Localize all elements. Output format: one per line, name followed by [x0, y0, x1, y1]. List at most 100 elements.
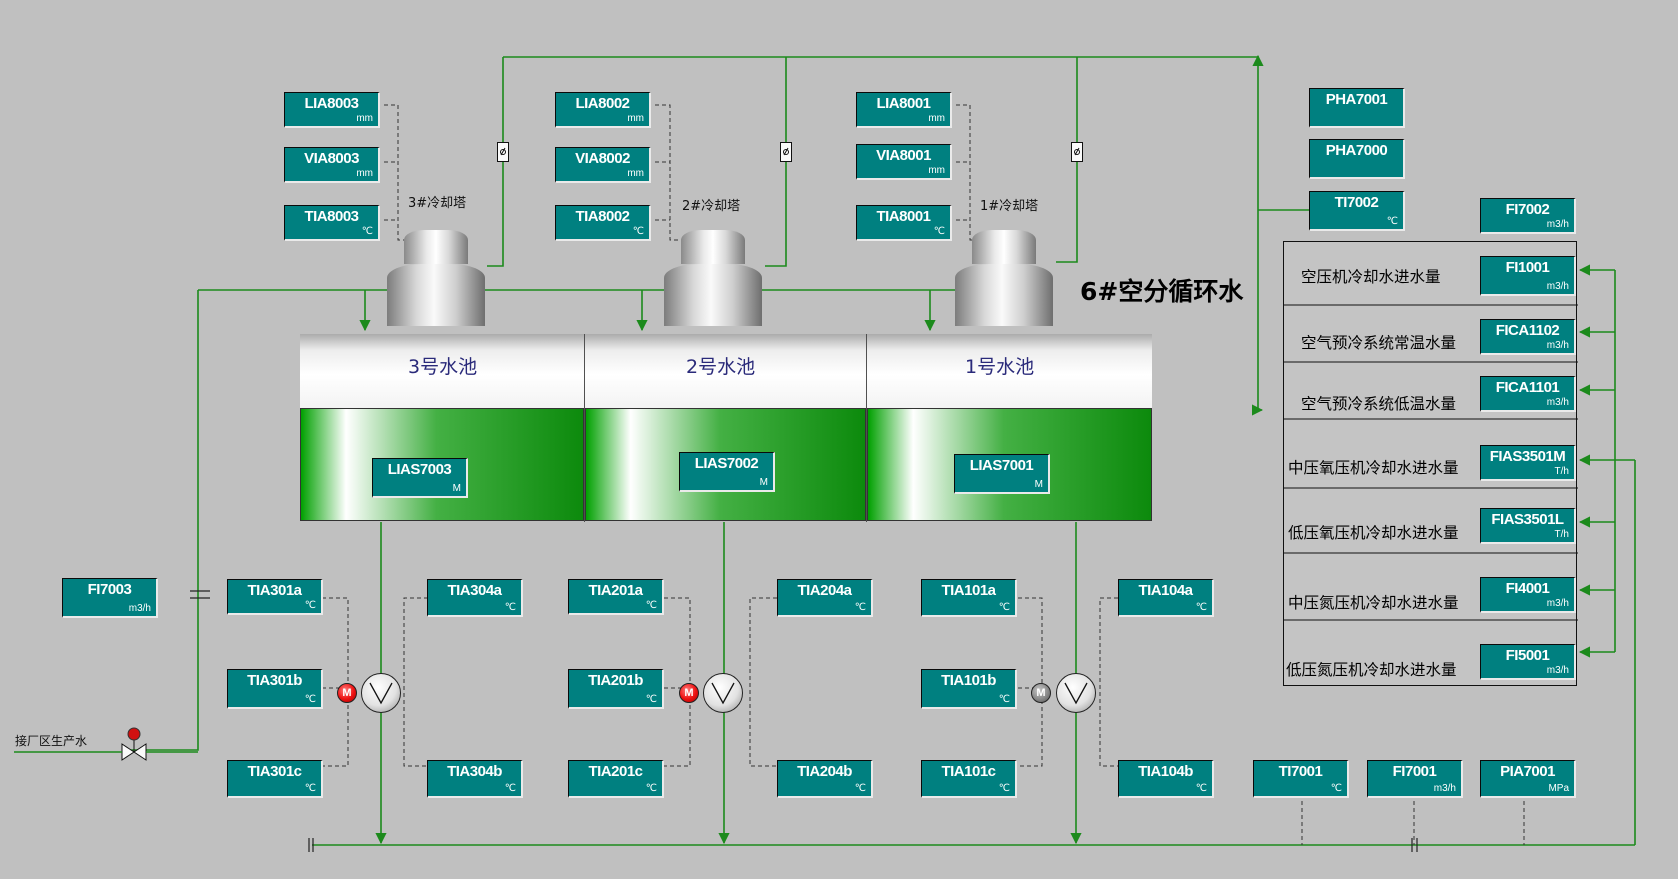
flow-row-label: 空气预冷系统低温水量 — [1301, 395, 1457, 413]
tag-unit: ℃ — [1386, 216, 1398, 227]
tag-TIA101c[interactable]: TIA101c℃ — [921, 760, 1017, 798]
tag-TIA201c[interactable]: TIA201c℃ — [568, 760, 664, 798]
tag-unit: mm — [356, 168, 373, 179]
pump1-icon[interactable] — [1056, 673, 1096, 713]
tag-TIA301c[interactable]: TIA301c℃ — [227, 760, 323, 798]
tag-PHA7000[interactable]: PHA7000 — [1309, 139, 1405, 179]
tag-name: TIA101c — [941, 763, 996, 780]
tag-name: TIA8001 — [876, 208, 931, 225]
tag-name: FIAS3501M — [1489, 448, 1566, 465]
tag-TIA204a[interactable]: TIA204a℃ — [777, 579, 873, 617]
panel-grid — [1284, 304, 1578, 621]
pump2-motor-icon[interactable]: M — [679, 683, 699, 703]
makeup-valve-icon — [14, 727, 198, 761]
cooling-tower-1[interactable] — [955, 230, 1053, 336]
flow-row-label: 中压氧压机冷却水进水量 — [1288, 459, 1459, 477]
tag-name: TIA304b — [447, 763, 502, 780]
tag-TIA204b[interactable]: TIA204b℃ — [777, 760, 873, 798]
tag-TIA104b[interactable]: TIA104b℃ — [1118, 760, 1214, 798]
tag-unit: mm — [627, 168, 644, 179]
tag-unit: ℃ — [933, 226, 945, 237]
pool3-water[interactable] — [300, 408, 584, 521]
tag-TIA304a[interactable]: TIA304a℃ — [427, 579, 523, 617]
tag-TI7002[interactable]: TI7002℃ — [1309, 191, 1405, 231]
tag-TIA301b[interactable]: TIA301b℃ — [227, 669, 323, 709]
pump1-motor-icon[interactable]: M — [1031, 683, 1051, 703]
tag-name: TIA301a — [247, 582, 302, 599]
tag-name: TIA201a — [588, 582, 643, 599]
pump3-icon[interactable] — [361, 673, 401, 713]
tag-name: TIA204a — [797, 582, 852, 599]
tag-TIA8003[interactable]: TIA8003℃ — [284, 205, 380, 241]
tag-unit: ℃ — [632, 226, 644, 237]
pump3-motor-icon[interactable]: M — [337, 683, 357, 703]
tag-TIA304b[interactable]: TIA304b℃ — [427, 760, 523, 798]
tag-name: TIA201c — [588, 763, 643, 780]
tag-TIA101b[interactable]: TIA101b℃ — [921, 669, 1017, 709]
tag-TI7001[interactable]: TI7001℃ — [1253, 760, 1349, 798]
tag-name: FICA1102 — [1495, 322, 1560, 339]
tag-unit: ℃ — [854, 602, 866, 613]
tag-unit: m3/h — [1546, 598, 1569, 609]
tag-TIA104a[interactable]: TIA104a℃ — [1118, 579, 1214, 617]
cooling-tower-2[interactable] — [664, 230, 762, 336]
tag-name: FI7001 — [1392, 763, 1437, 780]
cooling-tower-3[interactable] — [387, 230, 485, 336]
tag-name: TIA104a — [1138, 582, 1193, 599]
tag-unit: ℃ — [1330, 783, 1342, 794]
makeup-water-pipe — [130, 290, 199, 751]
flow-row-label: 空气预冷系统常温水量 — [1301, 334, 1457, 352]
tag-unit: ℃ — [645, 783, 657, 794]
tag-TIA8002[interactable]: TIA8002℃ — [555, 205, 651, 241]
tag-unit: ℃ — [998, 783, 1010, 794]
tag-unit: ℃ — [504, 783, 516, 794]
tag-PHA7001[interactable]: PHA7001 — [1309, 88, 1405, 128]
tower3-label: 3#冷却塔 — [408, 196, 467, 211]
tag-TIA201a[interactable]: TIA201a℃ — [568, 579, 664, 615]
pool2-label: 2号水池 — [686, 356, 756, 378]
check-valve-icon — [1071, 142, 1083, 162]
tower3-inlet-pipe — [487, 57, 504, 267]
tag-name: PHA7000 — [1325, 142, 1388, 159]
tag-unit: m3/h — [1546, 397, 1569, 408]
basin-divider — [866, 334, 867, 522]
tag-TIA8001[interactable]: TIA8001℃ — [856, 205, 952, 241]
tag-unit: ℃ — [304, 783, 316, 794]
tag-TIA101a[interactable]: TIA101a℃ — [921, 579, 1017, 617]
tag-TIA201b[interactable]: TIA201b℃ — [568, 669, 664, 709]
tag-unit: mm — [356, 113, 373, 124]
tag-name: TIA101a — [941, 582, 996, 599]
tag-unit: m3/h — [1546, 340, 1569, 351]
tag-name: LIAS7003 — [387, 461, 452, 478]
tag-unit: m3/h — [1546, 219, 1569, 230]
tag-name: LIA8002 — [575, 95, 630, 112]
flow-row-label: 中压氮压机冷却水进水量 — [1288, 594, 1459, 612]
tag-name: LIAS7001 — [969, 457, 1034, 474]
tag-unit: m3/h — [1546, 665, 1569, 676]
tower1-inlet-pipe — [1056, 57, 1078, 263]
tag-TIA301a[interactable]: TIA301a℃ — [227, 579, 323, 615]
makeup-water-label: 接厂区生产水 — [15, 734, 88, 748]
pool1-label: 1号水池 — [965, 356, 1035, 378]
pump2-icon[interactable] — [703, 673, 743, 713]
